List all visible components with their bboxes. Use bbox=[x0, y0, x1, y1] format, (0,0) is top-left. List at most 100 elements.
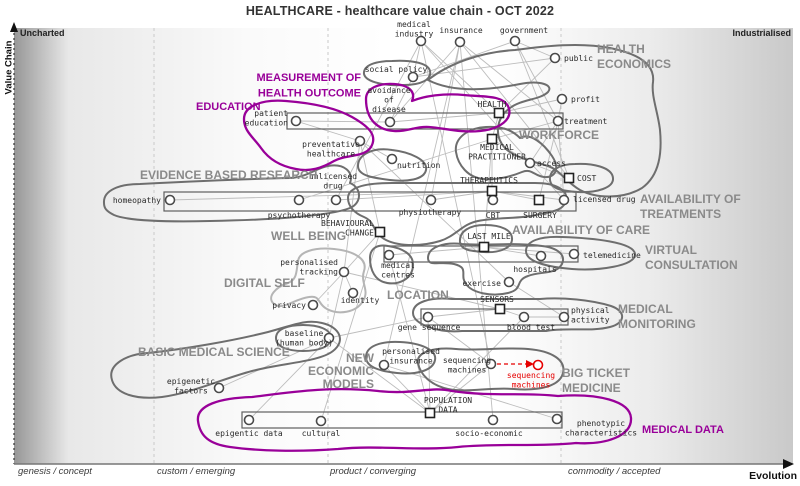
node-phenotypic_characteristics[interactable] bbox=[551, 413, 563, 425]
region-label-big-ticket-medicine: BIG TICKET bbox=[562, 366, 631, 380]
region-label-new-economic-models: ECONOMIC bbox=[308, 364, 374, 378]
node-epigenetic_factors[interactable] bbox=[213, 382, 225, 394]
node-socio_economic[interactable] bbox=[487, 414, 499, 426]
node-cultural[interactable] bbox=[315, 415, 327, 427]
node-treatment[interactable] bbox=[552, 115, 564, 127]
node-exercise[interactable] bbox=[503, 276, 515, 288]
node-social_policy[interactable] bbox=[407, 71, 419, 83]
node-behavioural_change[interactable] bbox=[374, 226, 386, 238]
node-epigentic_data[interactable] bbox=[243, 414, 255, 426]
node-label-health: HEALTH bbox=[478, 100, 507, 109]
edge-health--avoidance_of_disease bbox=[389, 112, 500, 123]
node-medical_industry[interactable] bbox=[415, 35, 427, 47]
edge-gene_sequence--baseline_human_body bbox=[328, 316, 429, 339]
node-licensed_drug[interactable] bbox=[558, 194, 570, 206]
boundary-big-ticket-medicine bbox=[416, 347, 565, 392]
region-label-virtual-consultation: VIRTUAL bbox=[645, 243, 697, 257]
node-label-privacy: privacy bbox=[272, 301, 306, 310]
node-label-epigenetic_factors: epigenetic bbox=[167, 377, 215, 386]
region-label-well-being: WELL BEING bbox=[271, 229, 346, 243]
edge-behavioural_change--personalised_tracking bbox=[343, 231, 381, 273]
node-medical_centres[interactable] bbox=[383, 249, 395, 261]
edge-public--health bbox=[498, 57, 556, 114]
node-patient_education[interactable] bbox=[290, 115, 302, 127]
node-label-personalised_insurance: personalised bbox=[382, 347, 440, 356]
node-cbt[interactable] bbox=[487, 194, 499, 206]
edge-insurance--personalised_insurance bbox=[383, 41, 461, 366]
node-hospitals[interactable] bbox=[535, 250, 547, 262]
edge-treatment--medical_practitioner bbox=[491, 120, 559, 140]
node-label-medical_practitioner: MEDICAL bbox=[480, 143, 514, 152]
node-label-patient_education: education bbox=[245, 119, 289, 128]
stage-product-label: product / converging bbox=[330, 466, 417, 477]
node-population_data[interactable] bbox=[424, 407, 436, 419]
edge-last_mile--medical_centres bbox=[388, 246, 485, 256]
node-unlicensed_drug[interactable] bbox=[330, 194, 342, 206]
node-label-homeopathy: homeopathy bbox=[113, 196, 161, 205]
node-profit[interactable] bbox=[556, 93, 568, 105]
node-cost[interactable] bbox=[563, 172, 575, 184]
evolution-axis-arrow bbox=[783, 459, 794, 469]
node-government[interactable] bbox=[509, 35, 521, 47]
node-label-behavioural_change: BEHAVIOURAL bbox=[321, 219, 374, 228]
node-baseline_human_body[interactable] bbox=[323, 332, 335, 344]
node-privacy[interactable] bbox=[307, 299, 319, 311]
node-personalised_tracking[interactable] bbox=[338, 266, 350, 278]
node-sensors[interactable] bbox=[494, 303, 506, 315]
node-gene_sequence[interactable] bbox=[422, 311, 434, 323]
node-surgery[interactable] bbox=[533, 194, 545, 206]
node-label-medical_practitioner: PRACTITIONER bbox=[468, 153, 526, 162]
region-label-new-economic-models: NEW bbox=[346, 351, 375, 365]
region-label-location: LOCATION bbox=[387, 288, 449, 302]
region-label-basic-medical-science: BASIC MEDICAL SCIENCE bbox=[138, 345, 290, 359]
therapy-pipeline bbox=[163, 191, 577, 212]
node-telemedicine[interactable] bbox=[568, 248, 580, 260]
edge-sequencing_machines--population_data bbox=[429, 363, 492, 414]
node-blood_test[interactable] bbox=[518, 311, 530, 323]
region-label-virtual-consultation: CONSULTATION bbox=[645, 258, 738, 272]
node-label-cost: COST bbox=[577, 174, 596, 183]
node-preventative_healthcare[interactable] bbox=[354, 135, 366, 147]
node-label-sensors: SENSORS bbox=[480, 295, 514, 304]
edge-insurance--socio_economic bbox=[459, 41, 494, 421]
node-physiotherapy[interactable] bbox=[425, 194, 437, 206]
edge-sensors--gene_sequence bbox=[427, 308, 501, 318]
edge-medical_industry--licensed_drug bbox=[420, 40, 565, 201]
node-label-behavioural_change: CHANGE bbox=[345, 229, 374, 238]
edge-insurance--physiotherapy bbox=[430, 41, 461, 201]
edge-baseline_human_body--epigentic_data bbox=[248, 337, 330, 421]
edge-insurance--avoidance_of_disease bbox=[389, 41, 461, 123]
node-last_mile[interactable] bbox=[478, 241, 490, 253]
node-label-access: access bbox=[537, 159, 566, 168]
node-therapeutics[interactable] bbox=[486, 185, 498, 197]
node-psychotherapy[interactable] bbox=[293, 194, 305, 206]
node-sequencing_machines_2[interactable] bbox=[532, 359, 544, 371]
node-homeopathy[interactable] bbox=[164, 194, 176, 206]
node-label-baseline_human_body: baseline bbox=[285, 329, 324, 338]
node-label-identity: identity bbox=[341, 296, 380, 305]
node-label-epigenetic_factors: factors bbox=[174, 387, 208, 396]
node-label-last_mile: LAST MILE bbox=[467, 232, 511, 241]
node-nutrition[interactable] bbox=[386, 153, 398, 165]
node-sequencing_machines[interactable] bbox=[485, 358, 497, 370]
node-physical_activity[interactable] bbox=[558, 311, 570, 323]
node-label-avoidance_of_disease: disease bbox=[372, 105, 406, 114]
node-public[interactable] bbox=[549, 52, 561, 64]
region-label-availability-of-treatments: AVAILABILITY OF bbox=[640, 192, 741, 206]
value-chain-axis-label: Value Chain bbox=[3, 40, 15, 95]
region-label-measurement-of-health-outcome: HEALTH OUTCOME bbox=[258, 88, 361, 100]
node-identity[interactable] bbox=[347, 287, 359, 299]
node-avoidance_of_disease[interactable] bbox=[384, 116, 396, 128]
node-medical_practitioner[interactable] bbox=[486, 133, 498, 145]
node-access[interactable] bbox=[524, 157, 536, 169]
node-personalised_insurance[interactable] bbox=[378, 359, 390, 371]
node-insurance[interactable] bbox=[454, 36, 466, 48]
edge-government--cost bbox=[514, 40, 570, 179]
node-health[interactable] bbox=[493, 107, 505, 119]
boundary-medical-data bbox=[196, 387, 633, 452]
boundary-workforce bbox=[454, 125, 558, 181]
node-label-socio_economic: socio-economic bbox=[455, 429, 523, 438]
node-label-gene_sequence: gene sequence bbox=[398, 323, 461, 332]
